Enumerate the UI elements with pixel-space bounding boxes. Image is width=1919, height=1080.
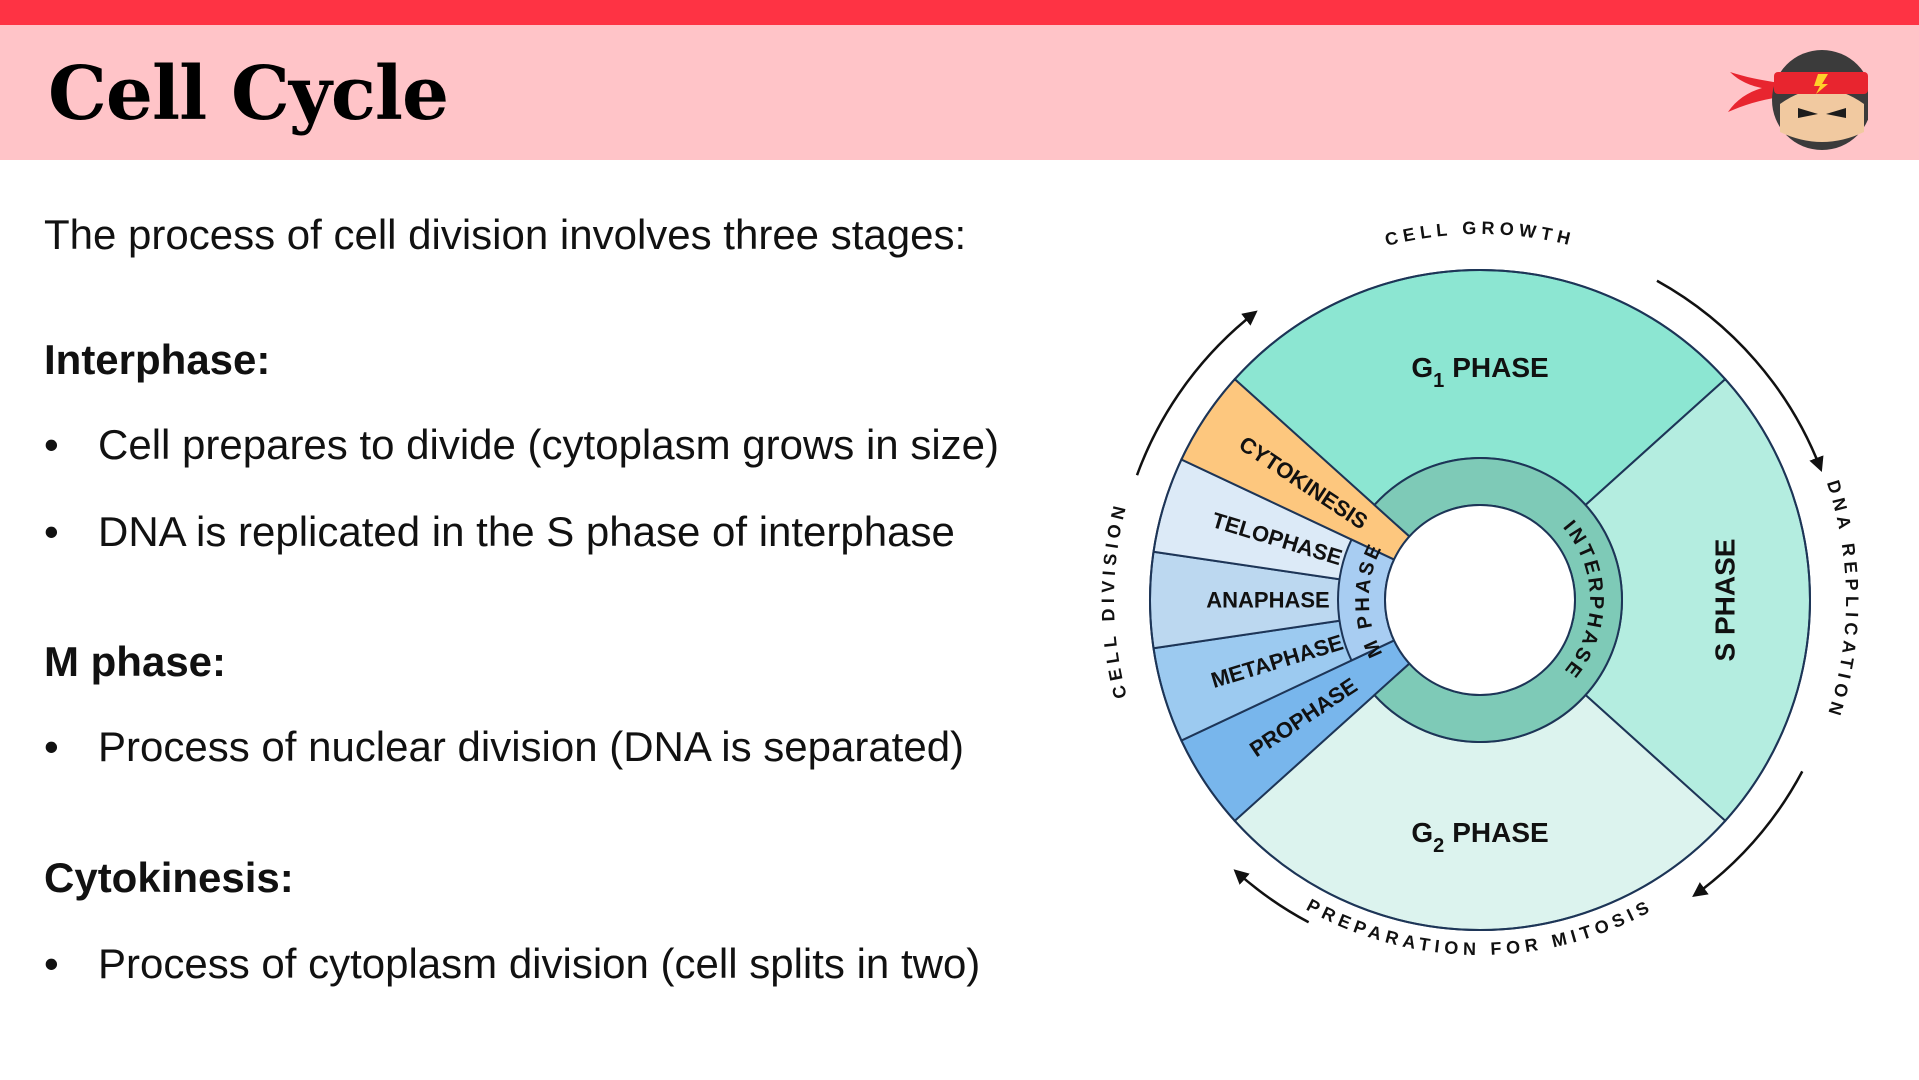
bullet-dot: • (44, 421, 59, 468)
replication-to-mitosis-arrow (1692, 770, 1804, 898)
anaphase-label: ANAPHASE (1206, 588, 1329, 613)
bullet-text: Process of cytoplasm division (cell spli… (98, 940, 981, 987)
heading-cytokinesis: Cytokinesis: (44, 854, 294, 901)
division-to-growth-arrow (1135, 310, 1258, 476)
intro-text: The process of cell division involves th… (44, 211, 967, 258)
bullet-interphase-2: • DNA is replicated in the S phase of int… (44, 502, 955, 562)
top-accent-bar (0, 0, 1919, 25)
title-band (0, 25, 1919, 160)
cell-growth-label: CELL GROWTH (1383, 220, 1577, 250)
bullet-text: Process of nuclear division (DNA is sepa… (98, 723, 965, 770)
heading-interphase: Interphase: (44, 336, 271, 383)
mitosis-to-division-arrow (1233, 869, 1310, 924)
bullet-interphase-1: • Cell prepares to divide (cytoplasm grow… (44, 415, 999, 475)
s-phase-label: S PHASE (1710, 539, 1741, 662)
growth-to-replication-arrow (1656, 279, 1824, 473)
slide-title: Cell Cycle (48, 51, 449, 137)
bullet-text: DNA is replicated in the S phase of inte… (98, 508, 955, 555)
bullet-cytokinesis-1: • Process of cytoplasm division (cell spl… (44, 934, 980, 994)
outer-border (1149, 269, 1811, 931)
bullet-dot: • (44, 723, 59, 770)
bullet-text: Cell prepares to divide (cytoplasm grows… (98, 421, 1000, 468)
dna-replication-label: DNA REPLICATION (1823, 478, 1860, 723)
bullet-m-phase-1: • Process of nuclear division (DNA is sep… (44, 717, 964, 777)
center-circle (1384, 504, 1576, 696)
bullet-dot: • (44, 508, 59, 555)
cell-division-label: CELL DIVISION (1100, 499, 1131, 700)
heading-m-phase: M phase: (44, 638, 227, 685)
bullet-dot: • (44, 940, 59, 987)
ninja-head-icon (1728, 50, 1868, 150)
